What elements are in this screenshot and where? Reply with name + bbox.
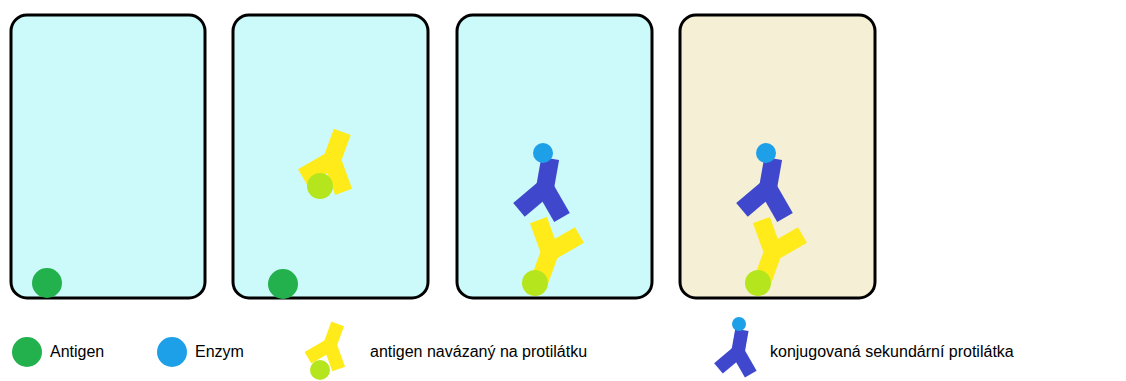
bound-antigen bbox=[745, 270, 771, 296]
bound-antigen bbox=[307, 173, 333, 199]
legend-antibody-icon bbox=[302, 316, 358, 374]
well-panel bbox=[11, 15, 205, 298]
legend-swatch bbox=[12, 337, 42, 367]
well-panel bbox=[233, 15, 428, 298]
well-panel bbox=[457, 15, 652, 298]
bound-antigen bbox=[522, 270, 548, 296]
legend-text: Enzym bbox=[195, 342, 244, 362]
antigen bbox=[32, 268, 62, 298]
primary-antibody bbox=[294, 122, 369, 200]
legend-text: Antigen bbox=[50, 342, 104, 362]
legend-text: konjugovaná sekundární protilátka bbox=[770, 342, 1014, 362]
legend-text: antigen navázaný na protilátku bbox=[370, 342, 587, 362]
legend-enzyme-icon bbox=[732, 317, 746, 331]
enzyme bbox=[533, 143, 553, 163]
legend-swatch bbox=[157, 337, 187, 367]
legend-secondary-icon bbox=[713, 326, 764, 379]
legend-antigen-icon bbox=[310, 360, 330, 380]
secondary-antibody bbox=[511, 153, 578, 224]
antigen bbox=[268, 269, 298, 299]
secondary-antibody bbox=[734, 153, 801, 224]
well-panel bbox=[680, 15, 875, 298]
enzyme bbox=[756, 143, 776, 163]
